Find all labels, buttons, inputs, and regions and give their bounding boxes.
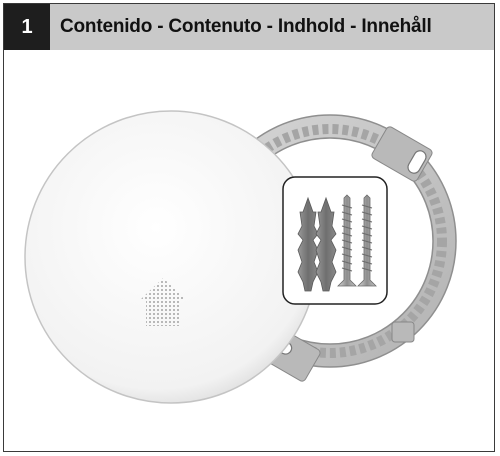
screw [337,194,357,287]
section-title: Contenido - Contenuto - Indhold - Innehå… [60,16,432,37]
smoke-detector [24,110,318,404]
wall-plug [297,196,319,292]
wall-plug [315,196,337,292]
fixings-box [282,176,388,305]
section-header: 1 Contenido - Contenuto - Indhold - Inne… [4,4,494,50]
step-number-badge: 1 [4,4,50,50]
screw [357,194,377,287]
